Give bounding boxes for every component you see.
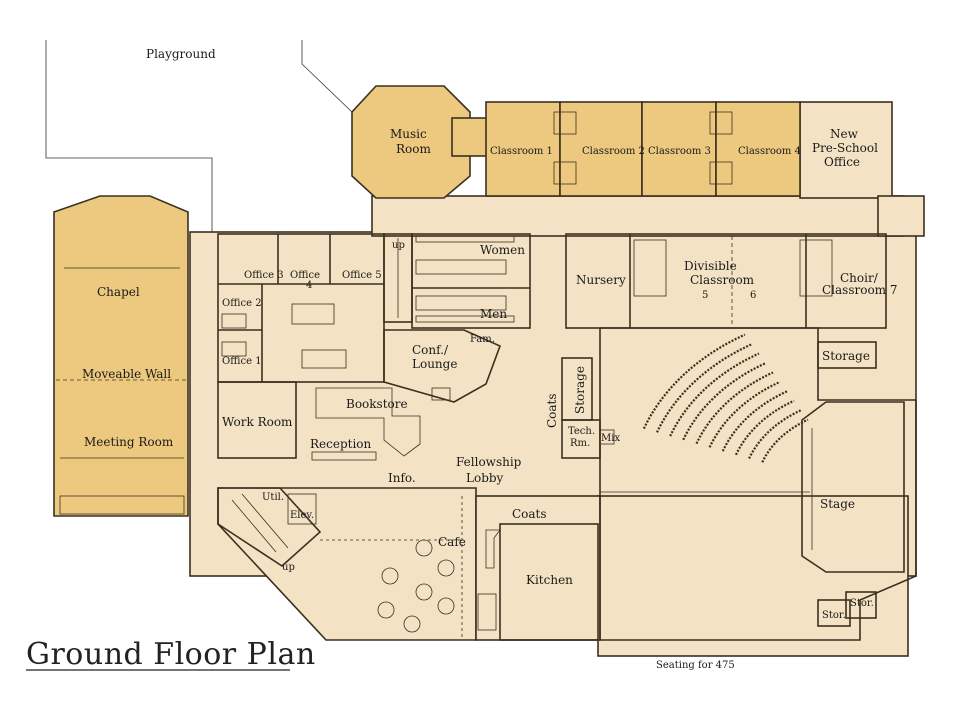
preschool-office-label-2: Pre-School [812, 141, 878, 155]
stair-elevator-block [217, 487, 322, 568]
office-4-label-1: Office [290, 270, 320, 281]
seat-row [656, 343, 753, 433]
music-room-label-1: Music [390, 127, 427, 141]
up-label-stair: up [392, 240, 405, 251]
seat-row [695, 371, 774, 445]
nursery-label: Nursery [576, 273, 626, 287]
building-body [189, 101, 925, 657]
music-room [351, 85, 491, 199]
mix-label: Mix [601, 433, 620, 444]
seat-row [748, 409, 802, 459]
preschool-office-label-3: Office [824, 155, 860, 169]
stor-a-label: Stor. [822, 610, 846, 621]
choir-classroom-label-2: Classroom 7 [822, 283, 898, 297]
tech-room-label-2: Rm. [570, 438, 590, 449]
kitchen-area [477, 523, 599, 641]
tech-room-label-1: Tech. [568, 426, 595, 437]
classroom-1-label: Classroom 1 [490, 146, 553, 157]
storage-mid-label: Storage [573, 366, 587, 414]
stage [801, 401, 905, 627]
work-room-label: Work Room [222, 415, 293, 429]
seat-row [669, 352, 760, 437]
seating-label: Seating for 475 [656, 660, 735, 671]
conf-lounge-label-1: Conf./ [412, 343, 449, 357]
worship-hall [599, 327, 917, 641]
seat-row [708, 380, 781, 448]
admin-area [217, 381, 421, 461]
chapel-label: Chapel [97, 285, 140, 299]
plan-title: Ground Floor Plan [26, 637, 316, 672]
stage-label: Stage [820, 497, 855, 511]
util-label: Util. [262, 492, 284, 503]
classroom-4-label: Classroom 4 [738, 146, 801, 157]
storage-right-label: Storage [822, 349, 870, 363]
divisible-6-label: 6 [750, 290, 756, 301]
conf-lounge-label-2: Lounge [412, 357, 457, 371]
choir-classroom-label-1: Choir/ [840, 271, 879, 285]
playground-fence [45, 40, 353, 232]
chapel [53, 195, 189, 517]
coats-mid-label: Coats [545, 393, 559, 428]
bookstore-label: Bookstore [346, 397, 408, 411]
info-label: Info. [388, 471, 416, 485]
classroom-2-label: Classroom 2 [582, 146, 645, 157]
classrooms-row [485, 101, 801, 197]
seat-row [721, 390, 788, 452]
fam-label: Fam. [470, 334, 495, 345]
up-label-south: up [282, 562, 295, 573]
men-label: Men [480, 307, 507, 321]
fellowship-lobby-label-1: Fellowship [456, 455, 522, 469]
divisible-5-label: 5 [702, 290, 708, 301]
cafe-label: Cafe [438, 535, 466, 549]
divisible-classroom-label-1: Divisible [684, 259, 737, 273]
divisible-classroom-label-2: Classroom [690, 273, 755, 287]
kitchen-label: Kitchen [526, 573, 573, 587]
elev-label: Elev. [290, 510, 314, 521]
moveable-wall-label: Moveable Wall [82, 367, 171, 381]
cafe-area [320, 496, 463, 640]
stor-b-label: Stor. [850, 598, 874, 609]
women-label: Women [480, 243, 525, 257]
office-4-label-2: 4 [306, 280, 312, 291]
seat-row [735, 399, 795, 456]
seat-row [682, 361, 767, 441]
office-1-label: Office 1 [222, 356, 262, 367]
conf-lounge [383, 329, 502, 403]
office-3-label: Office 3 [244, 270, 284, 281]
reception-label: Reception [310, 437, 372, 451]
office-5-label: Office 5 [342, 270, 382, 281]
coats-kitchen-label: Coats [512, 507, 547, 521]
classroom-3-label: Classroom 3 [648, 146, 711, 157]
playground-label: Playground [146, 47, 216, 61]
music-room-label-2: Room [396, 142, 431, 156]
fellowship-lobby-label-2: Lobby [466, 471, 504, 485]
seat-row [642, 333, 746, 430]
office-2-label: Office 2 [222, 298, 262, 309]
preschool-office-label-1: New [830, 127, 859, 141]
meeting-room-label: Meeting Room [84, 435, 174, 449]
restrooms [383, 233, 531, 329]
